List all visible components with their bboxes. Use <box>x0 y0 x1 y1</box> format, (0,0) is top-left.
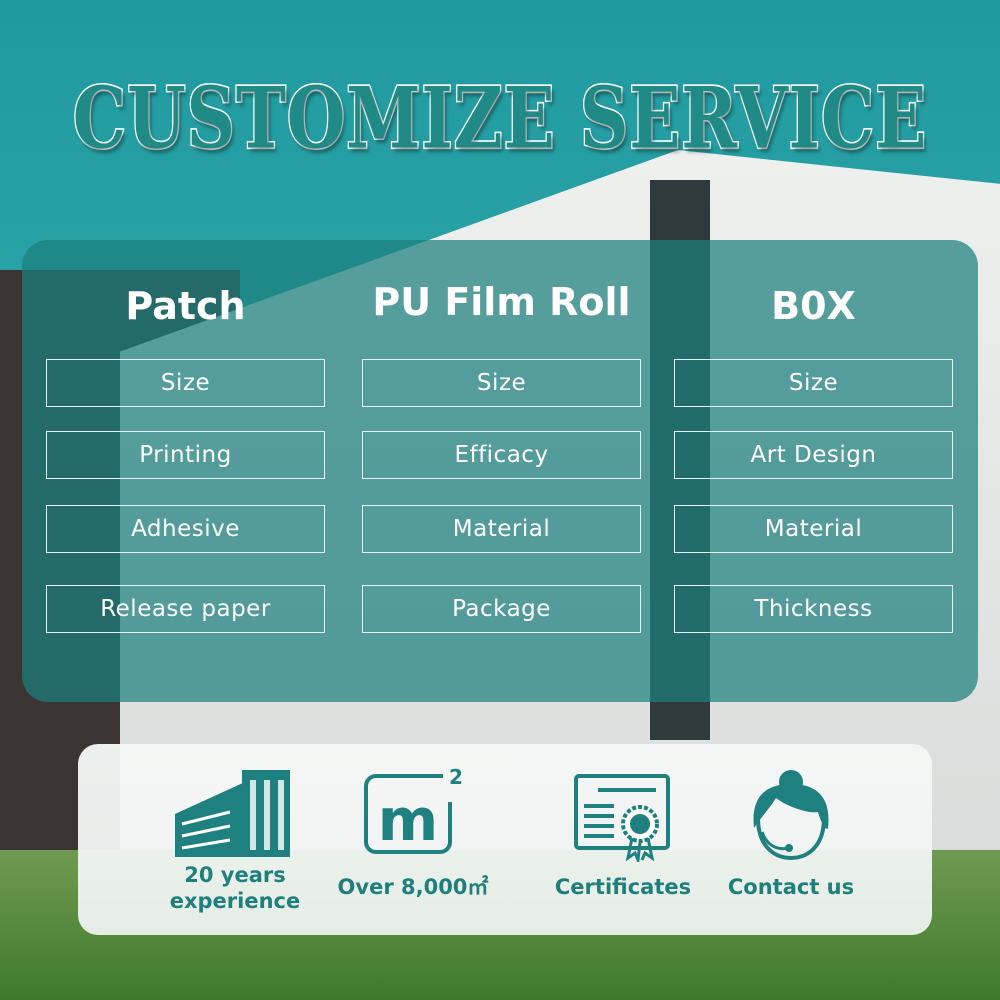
svg-text:m: m <box>378 786 438 854</box>
option-cell: Adhesive <box>46 505 325 553</box>
option-cell: Size <box>46 359 325 407</box>
feature-label: Contact us <box>727 875 855 899</box>
feature-label: Certificates <box>554 875 692 899</box>
options-panel: Patch Size Printing Adhesive Release pap… <box>22 240 978 702</box>
option-cell: Size <box>362 359 641 407</box>
feature-area: m 2 Over 8,000㎡ <box>318 762 508 900</box>
option-cell: Material <box>674 505 953 553</box>
feature-label: Over 8,000㎡ <box>337 875 489 899</box>
column-heading: B0X <box>771 284 856 328</box>
feature-label: 20 years <box>184 863 286 887</box>
option-cell: Material <box>362 505 641 553</box>
option-cell: Art Design <box>674 431 953 479</box>
certificate-icon <box>574 774 670 862</box>
feature-contact[interactable]: Contact us <box>696 762 886 900</box>
page-title: CUSTOMIZE SERVICE <box>72 68 928 168</box>
option-cell: Release paper <box>46 585 325 633</box>
feature-certificates: Certificates <box>528 762 718 900</box>
column-heading: Patch <box>125 284 246 328</box>
option-cell: Package <box>362 585 641 633</box>
option-cell: Thickness <box>674 585 953 633</box>
feature-experience: 20 years experience <box>140 762 330 914</box>
customer-service-icon <box>753 770 829 861</box>
column-heading: PU Film Roll <box>372 280 631 324</box>
feature-label: experience <box>169 889 301 913</box>
square-meter-icon: m 2 <box>364 765 463 854</box>
features-card: 20 years experience m 2 Over 8,000㎡ Cert… <box>78 744 932 935</box>
building-icon <box>175 770 290 857</box>
option-cell: Printing <box>46 431 325 479</box>
option-cell: Efficacy <box>362 431 641 479</box>
svg-text:2: 2 <box>449 765 463 789</box>
option-cell: Size <box>674 359 953 407</box>
